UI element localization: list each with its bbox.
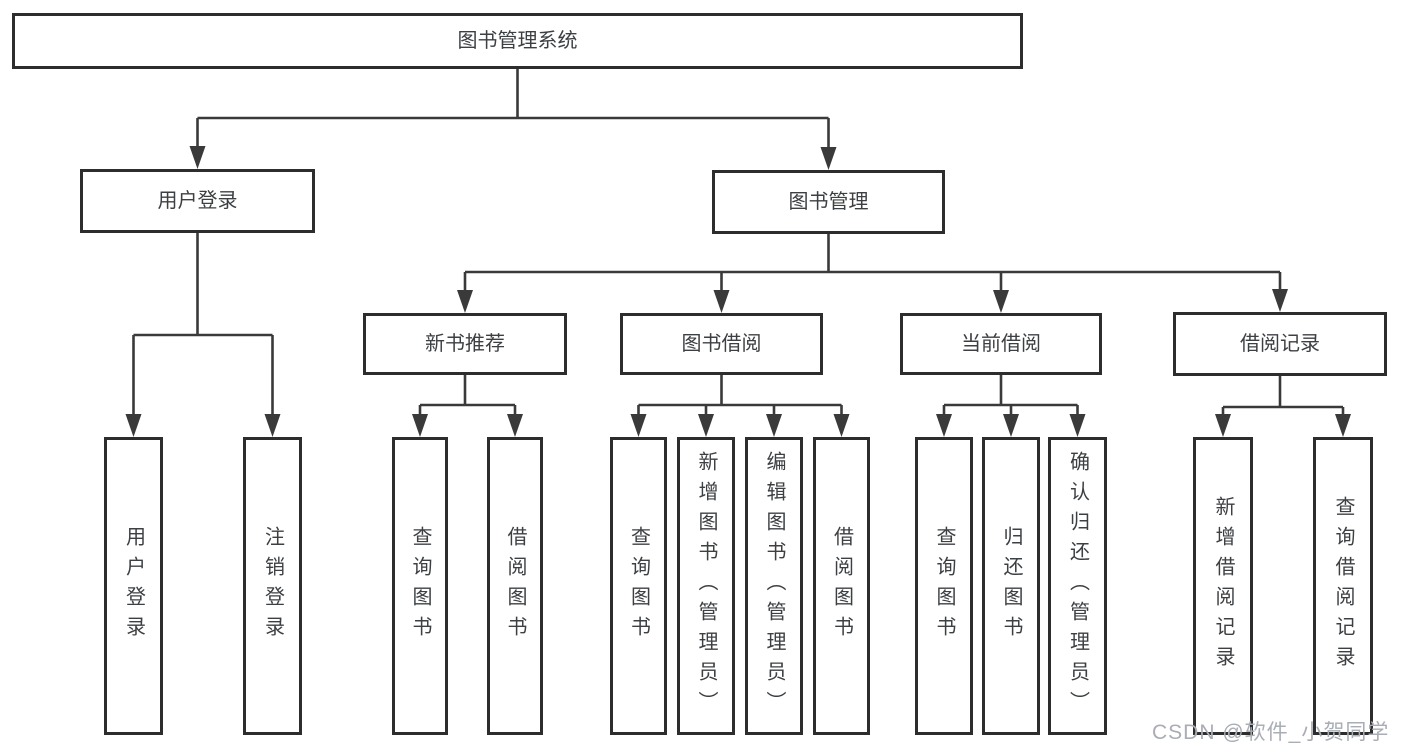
node-user-login-branch: 用户登录 — [80, 169, 315, 233]
csdn-watermark: CSDN @软件_小贺同学 — [1152, 721, 1390, 744]
leaf-cb-return-book-label: 归还图书 — [1000, 526, 1022, 646]
leaf-bb-add-book-admin-label: 新增图书（管理员） — [695, 451, 717, 721]
leaf-cb-query-book: 查询图书 — [915, 437, 973, 735]
arrowheads — [125, 146, 1351, 437]
node-book-management-branch-label: 图书管理 — [788, 191, 869, 213]
connector-current-borrow-children — [942, 375, 1079, 417]
node-book-borrowing-label: 图书借阅 — [681, 333, 762, 355]
node-book-management-branch: 图书管理 — [712, 170, 945, 234]
leaf-bb-borrow-book: 借阅图书 — [813, 437, 870, 735]
leaf-nbr-query-book-label: 查询图书 — [409, 526, 431, 646]
leaf-nbr-borrow-book-label: 借阅图书 — [504, 526, 526, 646]
leaf-cb-confirm-return-admin: 确认归还（管理员） — [1048, 437, 1107, 735]
leaf-logout-label: 注销登录 — [261, 526, 284, 646]
leaf-nbr-query-book: 查询图书 — [392, 437, 448, 735]
leaf-br-query-record-label: 查询借阅记录 — [1332, 496, 1354, 676]
leaf-cb-query-book-label: 查询图书 — [933, 526, 955, 646]
leaf-bb-edit-book-admin: 编辑图书（管理员） — [745, 437, 803, 735]
node-current-borrowing-label: 当前借阅 — [961, 333, 1041, 355]
node-root-system: 图书管理系统 — [12, 13, 1023, 69]
leaf-br-add-record: 新增借阅记录 — [1193, 437, 1253, 735]
node-new-book-recommend-label: 新书推荐 — [425, 333, 505, 355]
connector-root-to-level1 — [196, 69, 830, 150]
leaf-br-query-record: 查询借阅记录 — [1313, 437, 1373, 735]
connector-new-book-rec-children — [418, 375, 517, 417]
leaf-logout: 注销登录 — [243, 437, 302, 735]
leaf-user-login-label: 用户登录 — [122, 526, 145, 646]
leaf-cb-confirm-return-admin-label: 确认归还（管理员） — [1066, 451, 1089, 721]
leaf-bb-borrow-book-label: 借阅图书 — [830, 526, 853, 646]
leaf-bb-edit-book-admin-label: 编辑图书（管理员） — [763, 451, 785, 721]
node-borrowing-records: 借阅记录 — [1173, 312, 1387, 376]
leaf-cb-return-book: 归还图书 — [982, 437, 1040, 735]
node-borrowing-records-label: 借阅记录 — [1240, 333, 1320, 355]
connector-user-login-children — [132, 233, 274, 417]
leaf-bb-query-book: 查询图书 — [610, 437, 667, 735]
node-root-system-label: 图书管理系统 — [457, 30, 578, 52]
leaf-bb-add-book-admin: 新增图书（管理员） — [677, 437, 735, 735]
node-book-borrowing: 图书借阅 — [620, 313, 823, 375]
leaf-user-login: 用户登录 — [104, 437, 163, 735]
leaf-bb-query-book-label: 查询图书 — [627, 526, 650, 646]
node-user-login-branch-label: 用户登录 — [157, 190, 238, 212]
connector-borrow-records-children — [1221, 376, 1345, 417]
node-current-borrowing: 当前借阅 — [900, 313, 1102, 375]
leaf-br-add-record-label: 新增借阅记录 — [1212, 496, 1234, 676]
leaf-nbr-borrow-book: 借阅图书 — [487, 437, 543, 735]
node-new-book-recommend: 新书推荐 — [363, 313, 567, 375]
connector-book-mgmt-children — [463, 234, 1282, 293]
connector-book-borrow-children — [637, 375, 843, 417]
